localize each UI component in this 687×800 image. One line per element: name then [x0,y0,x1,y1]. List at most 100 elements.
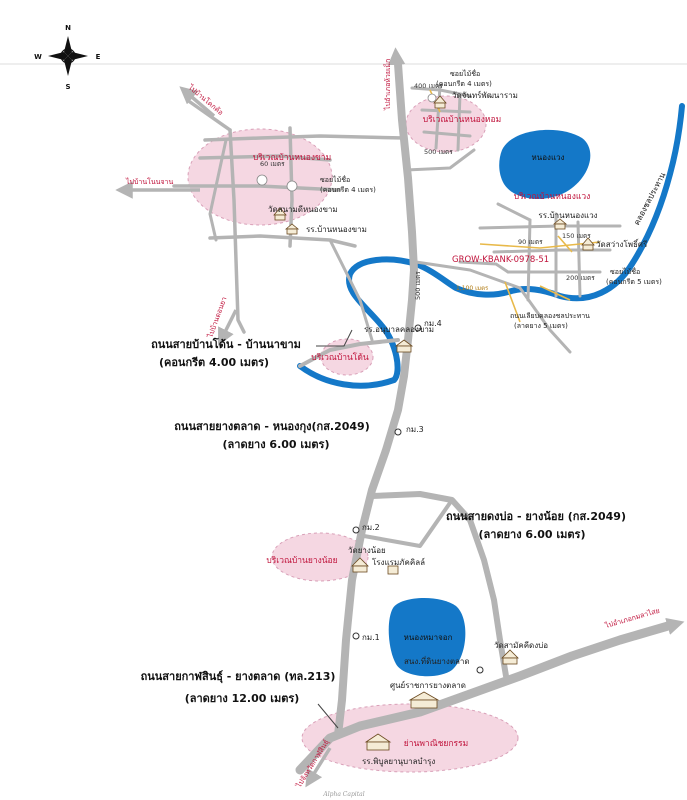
road-3-spec: (ลาดยาง 6.00 เมตร) [479,528,586,541]
compass-e: E [96,53,101,61]
nong-hom-road-2 [420,108,472,114]
zone-label-yang-noi: บริเวณบ้านยางน้อย [266,555,337,566]
place-wat-chanthara: วัดจันทร์พัฒนาราม [452,90,518,100]
compass-south-arrow-icon [64,56,72,76]
road-dong-bo [369,491,509,679]
soi-c-spec: (คอนกรีต 5 เมตร) [606,278,662,286]
km-markers [352,324,484,674]
nong-waeng-road-4 [526,218,532,302]
bank-code: GROW-KBANK-0978-51 [452,255,549,265]
road-1-name: ถนนสายบ้านโด้น - บ้านนาขาม [151,337,301,351]
zone-commercial [301,703,519,773]
dist-60: 60 เมตร [260,160,285,168]
zone-label-commercial: ย่านพาณิชยกรรม [404,739,468,749]
nong-hom-road-6 [404,148,476,172]
yellow-path-2 [504,281,521,323]
nong-kham-road-7 [188,100,232,132]
road-4-spec: (ลาดยาง 12.00 เมตร) [185,692,300,705]
road-3-name: ถนนสายดงบ่อ - ยางน้อย (กส.2049) [446,510,626,523]
leader-line [317,703,339,729]
direction-arrows [115,47,685,788]
school-icon [284,223,300,235]
dist-500: 500 เมตร [424,148,453,156]
dist-90: 90 เมตร [518,238,543,246]
road-callout-4: ถนนสายกาฬสินธุ์ - ยางตลาด (ทล.213) (ลาดย… [141,670,339,729]
canal-road-spec: (ลาดยาง 5 เมตร) [514,322,568,330]
dist-500v: 500 เมตร [414,271,422,300]
road-callout-1: ถนนสายบ้านโด้น - บ้านนาขาม (คอนกรีต 4.00… [151,329,353,369]
village-dot [286,180,298,192]
soi-a-name: ซอยไม้ชื่อ [320,175,350,184]
lake-nong-waeng [499,129,591,199]
nong-hom-road-5 [456,92,462,152]
nong-waeng-road-7 [458,260,510,274]
km3-label: กม.3 [406,425,424,434]
road-2-spec: (ลาดยาง 6.00 เมตร) [223,438,330,451]
zone-label-ban-don: บริเวณบ้านโด้น [311,352,369,363]
arrow-to-top [387,47,406,87]
place-school-nong-waeng: รร.บ้านหนองแวง [538,211,597,220]
nong-waeng-road-8 [496,202,532,222]
lake-nong-na-chok-label: หนองหมาจอก [404,633,453,642]
arrow-to-right-bottom [619,617,685,642]
arrow-to-bottom-left [218,309,238,346]
canal-road [414,260,572,354]
place-school-nong-kham: รร.บ้านหนองขาม [306,225,367,234]
compass-west-arrow-icon [48,52,68,60]
km-marker-icon [414,324,422,332]
highway-213 [295,621,673,775]
place-wat-sawang: วัดสว่างโพธิ์ศรี [596,238,648,249]
soi-b-name: ซอยไม้ชื่อ [450,69,480,78]
temple-icon [273,207,287,221]
arrow-to-nong-bua [179,86,216,118]
main-road [334,60,418,739]
road-ban-don [298,338,400,368]
village-dots [256,93,437,192]
nong-kham-road-2 [198,154,332,162]
lake-nong-waeng-label: หนองแวง [531,153,564,162]
nong-kham-road-8 [208,138,228,242]
place-school-anuban: รร.อนุบาลคลองขาม [364,325,434,334]
dist-200: 200 เมตร [566,274,595,282]
km-marker-icon [352,526,360,534]
nong-waeng-road-1 [478,224,622,230]
place-school-phithayakarn: รร.พิบูลยานุบาลบำรุง [362,757,435,767]
credit-text: Alpha Capital [322,791,364,798]
road-4-name: ถนนสายกาฬสินธุ์ - ยางตลาด (ทล.213) [141,670,336,684]
place-land-office: สนง.ที่ดินยางตลาด [404,655,470,666]
place-hotel: โรงแรมภัคคิลล์ [372,557,425,567]
soi-c-name: ซอยไม้ชื่อ [610,267,640,276]
temple-icon [581,237,595,251]
dist-1100: 1,100 เมตร [456,285,489,292]
village-dot [427,93,437,103]
hotel-icon [387,565,399,575]
km4-label: กม.4 [424,319,442,328]
place-wat-nong-kham: วัดสนามดีหนองขาม [268,205,338,214]
nong-kham-road-9 [328,238,374,342]
compass-north-arrow-icon [64,36,72,56]
village-dot [256,174,268,186]
zone-label-nong-hom: บริเวณบ้านหนองหอม [423,114,501,125]
gov-building-icon [408,691,440,709]
road-callout-3: ถนนสายดงบ่อ - ยางน้อย (กส.2049) (ลาดยาง … [446,510,626,541]
place-wat-sam-luk: วัดสามัคคีดงบ่อ [494,641,548,650]
water [297,103,685,677]
zone-label-nong-waeng: บริเวณบ้านหนองแวง [514,191,591,202]
school-icon [364,733,392,751]
arrow-to-bottom [305,747,332,788]
yellow-path-3 [539,285,571,301]
zone-yang-noi [271,532,369,582]
canal-road-label: ถนนเลียบคลองชลประทาน [510,312,590,320]
dir-to-top: ไปอำเภอห้วยเม็ก [383,59,392,111]
dist-400: 400 เมตร [414,82,443,90]
school-icon [394,339,414,353]
road-link [362,498,454,548]
compass-n: N [65,24,71,32]
compass-rose: N S W E [34,24,100,91]
nong-kham-road-4 [228,128,246,334]
dir-to-left: ไปบ้านโนนจาน [125,177,173,186]
yellow-path-5 [557,235,573,253]
temple-icon [501,649,519,665]
yellow-path-1 [479,241,601,249]
compass-w: W [34,53,42,61]
